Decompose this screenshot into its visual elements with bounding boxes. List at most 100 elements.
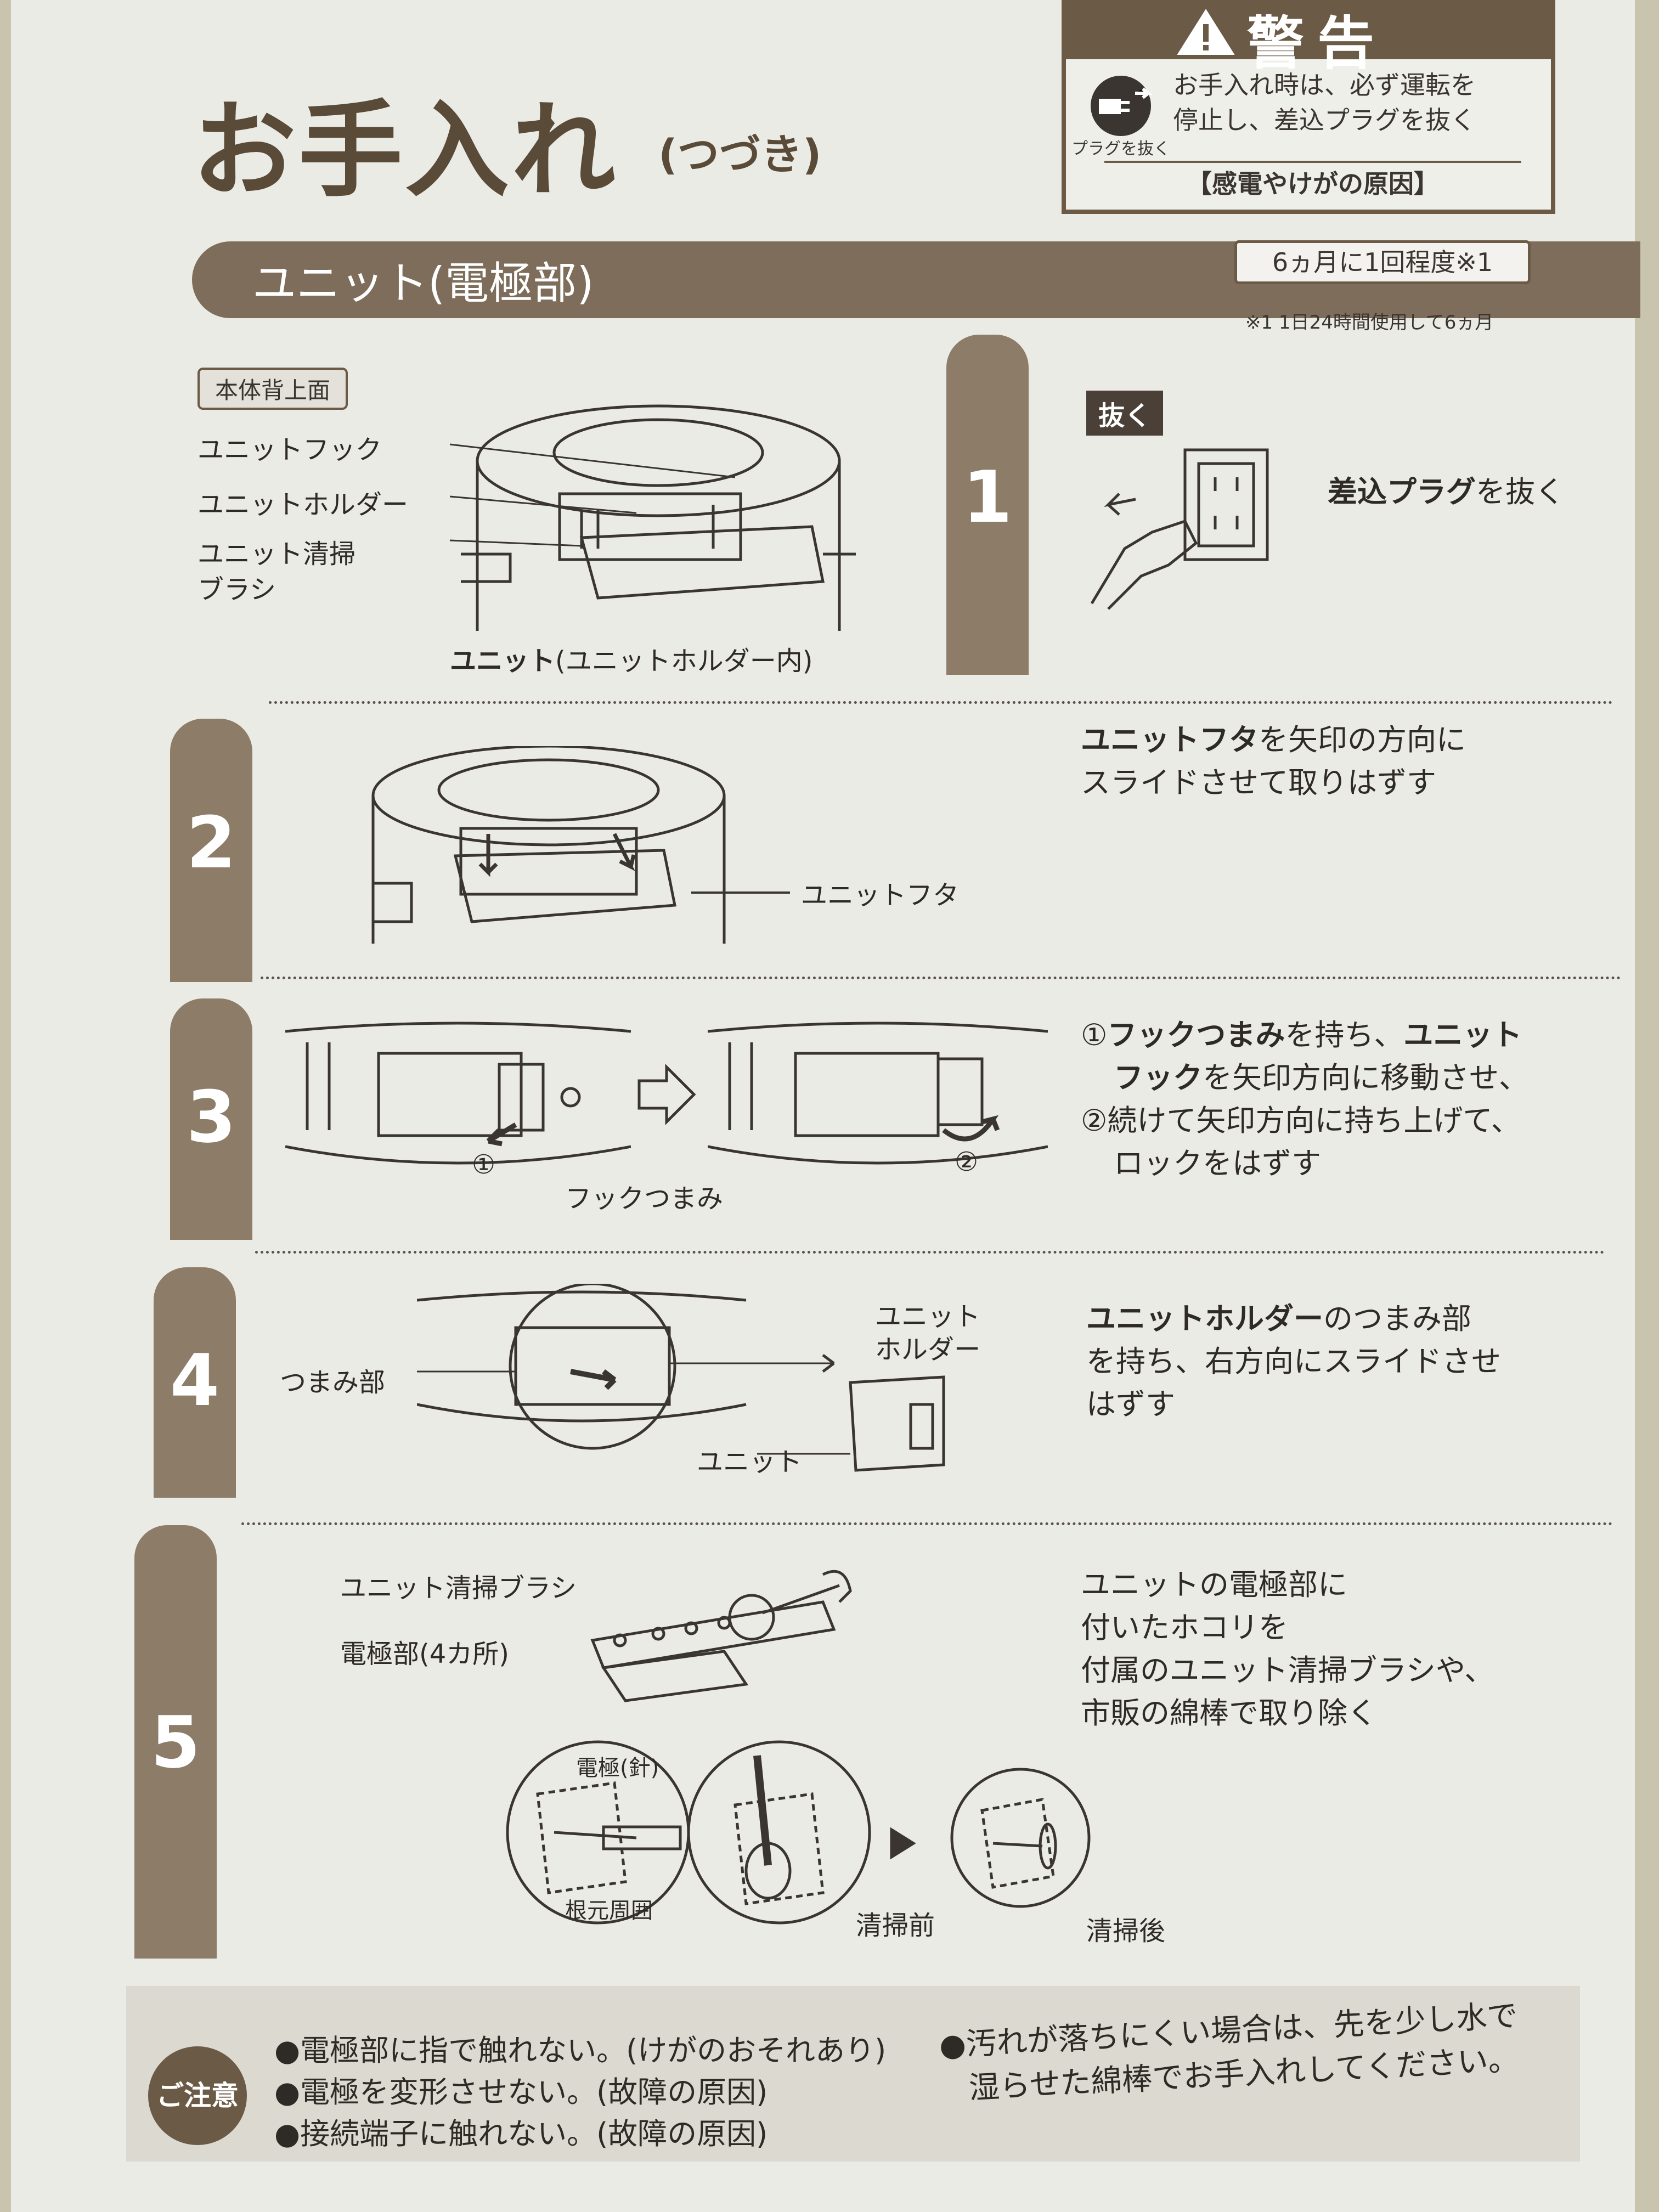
frequency-tag: 6ヵ月に1回程度※1 bbox=[1234, 240, 1531, 284]
instr-marker-1: ① bbox=[1081, 1018, 1108, 1052]
step-5-instruction: ユニットの電極部に 付いたホコリを 付属のユニット清掃ブラシや、 市販の綿棒で取… bbox=[1081, 1564, 1494, 1735]
caution-band bbox=[126, 1986, 1580, 2162]
divider-4 bbox=[241, 1522, 1613, 1525]
step-1-tab bbox=[946, 335, 1029, 675]
step-1-number: 1 bbox=[962, 455, 1013, 539]
page-title: お手入れ bbox=[192, 90, 618, 211]
electrode-closeup-3 bbox=[950, 1768, 1091, 1908]
label-before-cleaning: 清掃前 bbox=[856, 1910, 935, 1941]
warning-line-2: 停止し、差込プラグを抜く bbox=[1173, 105, 1476, 135]
step-5-line-3: 付属のユニット清掃ブラシや、 bbox=[1081, 1653, 1494, 1688]
warning-footer: 【感電やけがの原因】 bbox=[1104, 161, 1521, 202]
divider-3 bbox=[255, 1251, 1605, 1254]
page-subtitle: (つづき) bbox=[658, 130, 822, 179]
step-3-line-3: ②続けて矢印方向に持ち上げて、 bbox=[1081, 1103, 1521, 1138]
caption-unit-rest: (ユニットホルダー内) bbox=[555, 646, 813, 676]
step-3-left-illustration bbox=[285, 1022, 631, 1165]
step-5-line-1: ユニットの電極部に bbox=[1081, 1567, 1347, 1602]
manual-page: お手入れ (つづき) 警告 プラグを抜く お手入れ時は、必ず運転を 停止し、差込… bbox=[11, 0, 1640, 2212]
step-5-line-2: 付いたホコリを bbox=[1081, 1610, 1288, 1645]
label-cleaning-brush: ユニット清掃ブラシ bbox=[340, 1573, 577, 1604]
step-2-line-1: ユニットフタを矢印の方向に bbox=[1081, 719, 1466, 761]
step-3-right-illustration bbox=[708, 1022, 1048, 1165]
electrode-closeup-1 bbox=[506, 1740, 690, 1925]
next-arrow-icon bbox=[637, 1064, 696, 1125]
leader-unit-cover bbox=[691, 891, 790, 894]
label-hook-knob: フックつまみ bbox=[565, 1183, 724, 1214]
instr-plug-rest: を抜く bbox=[1476, 475, 1565, 509]
warning-triangle-icon bbox=[1177, 9, 1235, 55]
warning-text: お手入れ時は、必ず運転を 停止し、差込プラグを抜く bbox=[1173, 67, 1476, 138]
label-knob: つまみ部 bbox=[280, 1367, 386, 1398]
step-4-tab bbox=[154, 1267, 236, 1498]
step-3-line-4: ロックをはずす bbox=[1114, 1146, 1321, 1181]
instr-hook: フック bbox=[1114, 1060, 1203, 1095]
step-4-instruction: ユニットホルダーのつまみ部 を持ち、右方向にスライドさせ はずす bbox=[1086, 1297, 1501, 1426]
label-electrode-needle: 電極(針) bbox=[576, 1756, 659, 1781]
warning-box: 警告 プラグを抜く お手入れ時は、必ず運転を 停止し、差込プラグを抜く 【感電や… bbox=[1062, 0, 1555, 214]
warning-title: 警告 bbox=[1247, 10, 1388, 77]
instr-cover-rest: を矢印の方向に bbox=[1259, 723, 1466, 757]
footnote: ※1 1日24時間使用して6ヵ月 bbox=[1245, 312, 1494, 334]
step-3-line-1: ①フックつまみを持ち、ユニット bbox=[1081, 1014, 1528, 1057]
caution-item: ●接続端子に触れない。(故障の原因) bbox=[274, 2117, 768, 2151]
step-3-number: 3 bbox=[186, 1075, 236, 1159]
caution-item: ●電極部に指で触れない。(けがのおそれあり) bbox=[274, 2033, 887, 2068]
warning-header bbox=[1066, 4, 1551, 59]
step-2-device-illustration bbox=[371, 746, 726, 944]
step-3-marker-2: ② bbox=[955, 1147, 979, 1177]
step-5-tab bbox=[134, 1525, 217, 1959]
step-4-illustration bbox=[417, 1284, 945, 1472]
label-unit-hook: ユニットフック bbox=[198, 435, 382, 465]
label-unit-cover: ユニットフタ bbox=[801, 880, 960, 911]
warning-plug-label: プラグを抜く bbox=[1071, 139, 1170, 159]
step-2-number: 2 bbox=[186, 801, 236, 884]
step-2-line-2: スライドさせて取りはずす bbox=[1081, 765, 1436, 800]
instr-holder-rest: のつまみ部 bbox=[1323, 1301, 1471, 1336]
unplug-tag: 抜く bbox=[1086, 391, 1164, 436]
label-unit-holder: ユニットホルダー bbox=[198, 489, 409, 520]
step-3-marker-1: ① bbox=[472, 1149, 496, 1180]
divider-2 bbox=[261, 977, 1621, 979]
step-1-instruction: 差込プラグを抜く bbox=[1328, 471, 1565, 514]
step-5-line-4: 市販の綿棒で取り除く bbox=[1081, 1696, 1377, 1730]
step-1-device-illustration bbox=[450, 404, 856, 631]
label-holder-2: ホルダー bbox=[875, 1334, 981, 1365]
instr-knob-rest: を持ち、 bbox=[1285, 1018, 1404, 1052]
step-3-line-2: フックを矢印方向に移動させ、 bbox=[1081, 1057, 1528, 1099]
step-2-tab bbox=[170, 719, 252, 982]
caution-list: ●電極部に指で触れない。(けがのおそれあり) ●電極を変形させない。(故障の原因… bbox=[274, 2030, 886, 2155]
step-5-number: 5 bbox=[150, 1701, 201, 1784]
step-4-line-3: はずす bbox=[1086, 1387, 1175, 1421]
divider-1 bbox=[269, 701, 1613, 704]
step-3-instruction: ①フックつまみを持ち、ユニット フックを矢印方向に移動させ、 ②続けて矢印方向に… bbox=[1081, 1014, 1528, 1185]
label-base-area: 根元周囲 bbox=[565, 1898, 653, 1923]
step-5-unit-illustration bbox=[590, 1570, 852, 1702]
instr-plug: 差込プラグ bbox=[1328, 475, 1476, 509]
electrode-closeup-2 bbox=[687, 1740, 871, 1925]
step-1-caption: ユニット(ユニットホルダー内) bbox=[450, 639, 812, 678]
label-after-cleaning: 清掃後 bbox=[1086, 1916, 1166, 1946]
instr-holder: ユニットホルダー bbox=[1086, 1301, 1323, 1336]
unplug-icon bbox=[1091, 76, 1153, 136]
label-unit-brush-2: ブラシ bbox=[198, 574, 276, 605]
next-triangle-icon bbox=[890, 1827, 916, 1860]
section-title: ユニット(電極部) bbox=[252, 258, 594, 309]
step-2-instruction: ユニットフタを矢印の方向に スライドさせて取りはずす bbox=[1081, 719, 1466, 804]
label-unit: ユニット bbox=[697, 1447, 803, 1477]
instr-unit: ユニット bbox=[1403, 1018, 1522, 1052]
warning-line-1: お手入れ時は、必ず運転を bbox=[1173, 70, 1476, 100]
step-4-line-1: ユニットホルダーのつまみ部 bbox=[1086, 1297, 1501, 1340]
instr-cover: ユニットフタ bbox=[1081, 723, 1259, 757]
step-3-tab bbox=[170, 998, 252, 1240]
step-4-line-2: を持ち、右方向にスライドさせ bbox=[1086, 1344, 1501, 1379]
instr-knob: フックつまみ bbox=[1107, 1018, 1285, 1052]
step-4-number: 4 bbox=[170, 1339, 220, 1422]
label-unit-brush: ユニット清掃 bbox=[198, 539, 356, 569]
label-electrode-part: 電極部(4カ所) bbox=[340, 1639, 509, 1669]
step-1-location-chip: 本体背上面 bbox=[198, 368, 348, 410]
caution-item: ●電極を変形させない。(故障の原因) bbox=[274, 2075, 768, 2109]
caution-badge: ご注意 bbox=[148, 2046, 247, 2145]
label-holder-1: ユニット bbox=[875, 1301, 981, 1332]
caption-unit: ユニット bbox=[450, 646, 556, 676]
